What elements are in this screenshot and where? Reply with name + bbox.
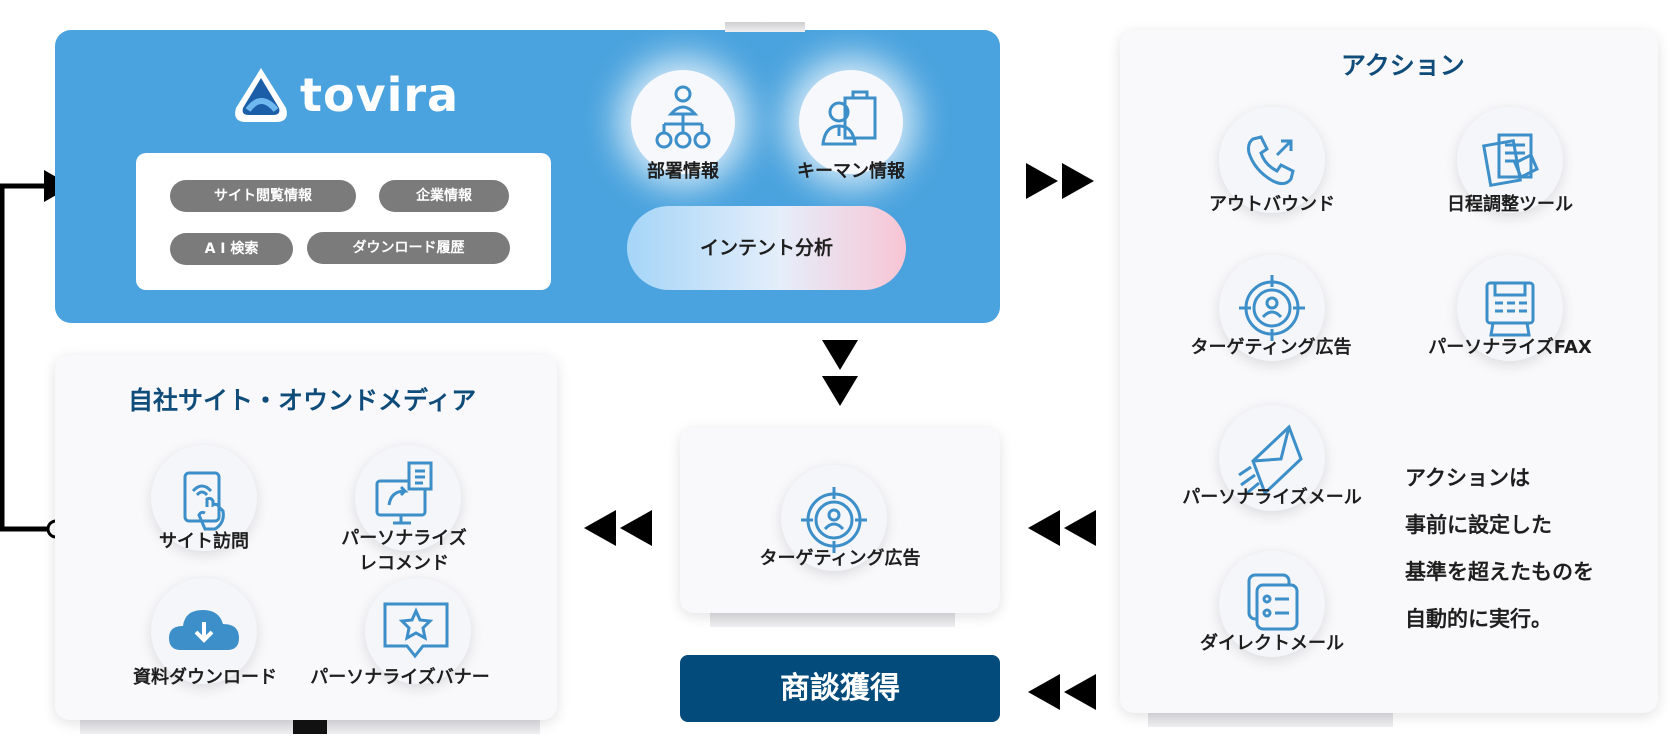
arrow-down <box>822 340 858 406</box>
data-source-pill: ダウンロード履歴 <box>307 232 510 264</box>
arrow-left <box>584 510 652 546</box>
owned-media-card <box>55 355 557 720</box>
targeting-ad-action-label: ターゲティング広告 <box>1190 337 1352 358</box>
actions-card-shadow <box>1148 713 1393 727</box>
tovira-logo-text: tovira <box>300 68 460 122</box>
tovira-logo-icon <box>235 68 287 122</box>
phone-icon <box>1219 107 1325 213</box>
mail-icon <box>1219 405 1325 511</box>
arrow-left <box>1028 510 1096 546</box>
schedule-tool-label: 日程調整ツール <box>1447 194 1573 215</box>
personalize-mail-label: パーソナライズメール <box>1182 487 1362 508</box>
cloud-download-icon <box>151 578 257 684</box>
document-download-label: 資料ダウンロード <box>133 667 277 688</box>
personalize-fax-label: パーソナライズFAX <box>1428 337 1592 358</box>
direct-mail-label: ダイレクトメール <box>1200 633 1344 654</box>
action-note-line: 事前に設定した <box>1405 513 1552 537</box>
arrow-right <box>1026 163 1094 199</box>
tablet-touch-icon <box>151 445 257 551</box>
data-source-pill: A I 検索 <box>170 233 293 265</box>
targeting-card-shadow <box>710 613 955 627</box>
monitor-recommend-icon <box>355 445 461 551</box>
target-icon <box>781 465 887 571</box>
owned-media-title: 自社サイト・オウンドメディア <box>128 386 477 415</box>
action-note-line: 基準を超えたものを <box>1405 560 1594 584</box>
outbound-label: アウトバウンド <box>1209 194 1335 215</box>
action-note: アクションは 事前に設定した 基準を超えたものを 自動的に実行。 <box>1405 455 1594 643</box>
owned-media-shadow-dark <box>293 720 327 734</box>
site-visit-label: サイト訪問 <box>159 531 249 552</box>
intent-analysis-pill: インテント分析 <box>627 206 906 290</box>
data-source-box: サイト閲覧情報 企業情報 A I 検索 ダウンロード履歴 <box>136 153 551 290</box>
keyman-label: キーマン情報 <box>797 161 905 182</box>
arrow-left <box>1028 674 1096 710</box>
star-banner-icon <box>365 578 471 684</box>
personalize-banner-label: パーソナライズバナー <box>310 667 490 688</box>
actions-card <box>1120 30 1658 713</box>
data-source-pill: 企業情報 <box>379 180 509 212</box>
org-chart-icon <box>631 70 735 174</box>
direct-mail-icon <box>1219 551 1325 657</box>
targeting-ad-label: ターゲティング広告 <box>759 548 921 569</box>
keyman-icon <box>799 70 903 174</box>
personalize-recommend-label: パーソナライズ レコメンド <box>341 528 467 574</box>
department-label: 部署情報 <box>647 161 719 182</box>
deal-acquired-box: 商談獲得 <box>680 655 1000 722</box>
panel-top-shadow <box>725 22 805 32</box>
action-note-line: 自動的に実行。 <box>1405 607 1552 631</box>
schedule-document-icon <box>1457 107 1563 213</box>
data-source-pill: サイト閲覧情報 <box>170 180 356 212</box>
target-icon <box>1219 255 1325 361</box>
actions-title: アクション <box>1341 51 1465 80</box>
action-note-line: アクションは <box>1405 466 1530 490</box>
fax-icon <box>1457 255 1563 361</box>
